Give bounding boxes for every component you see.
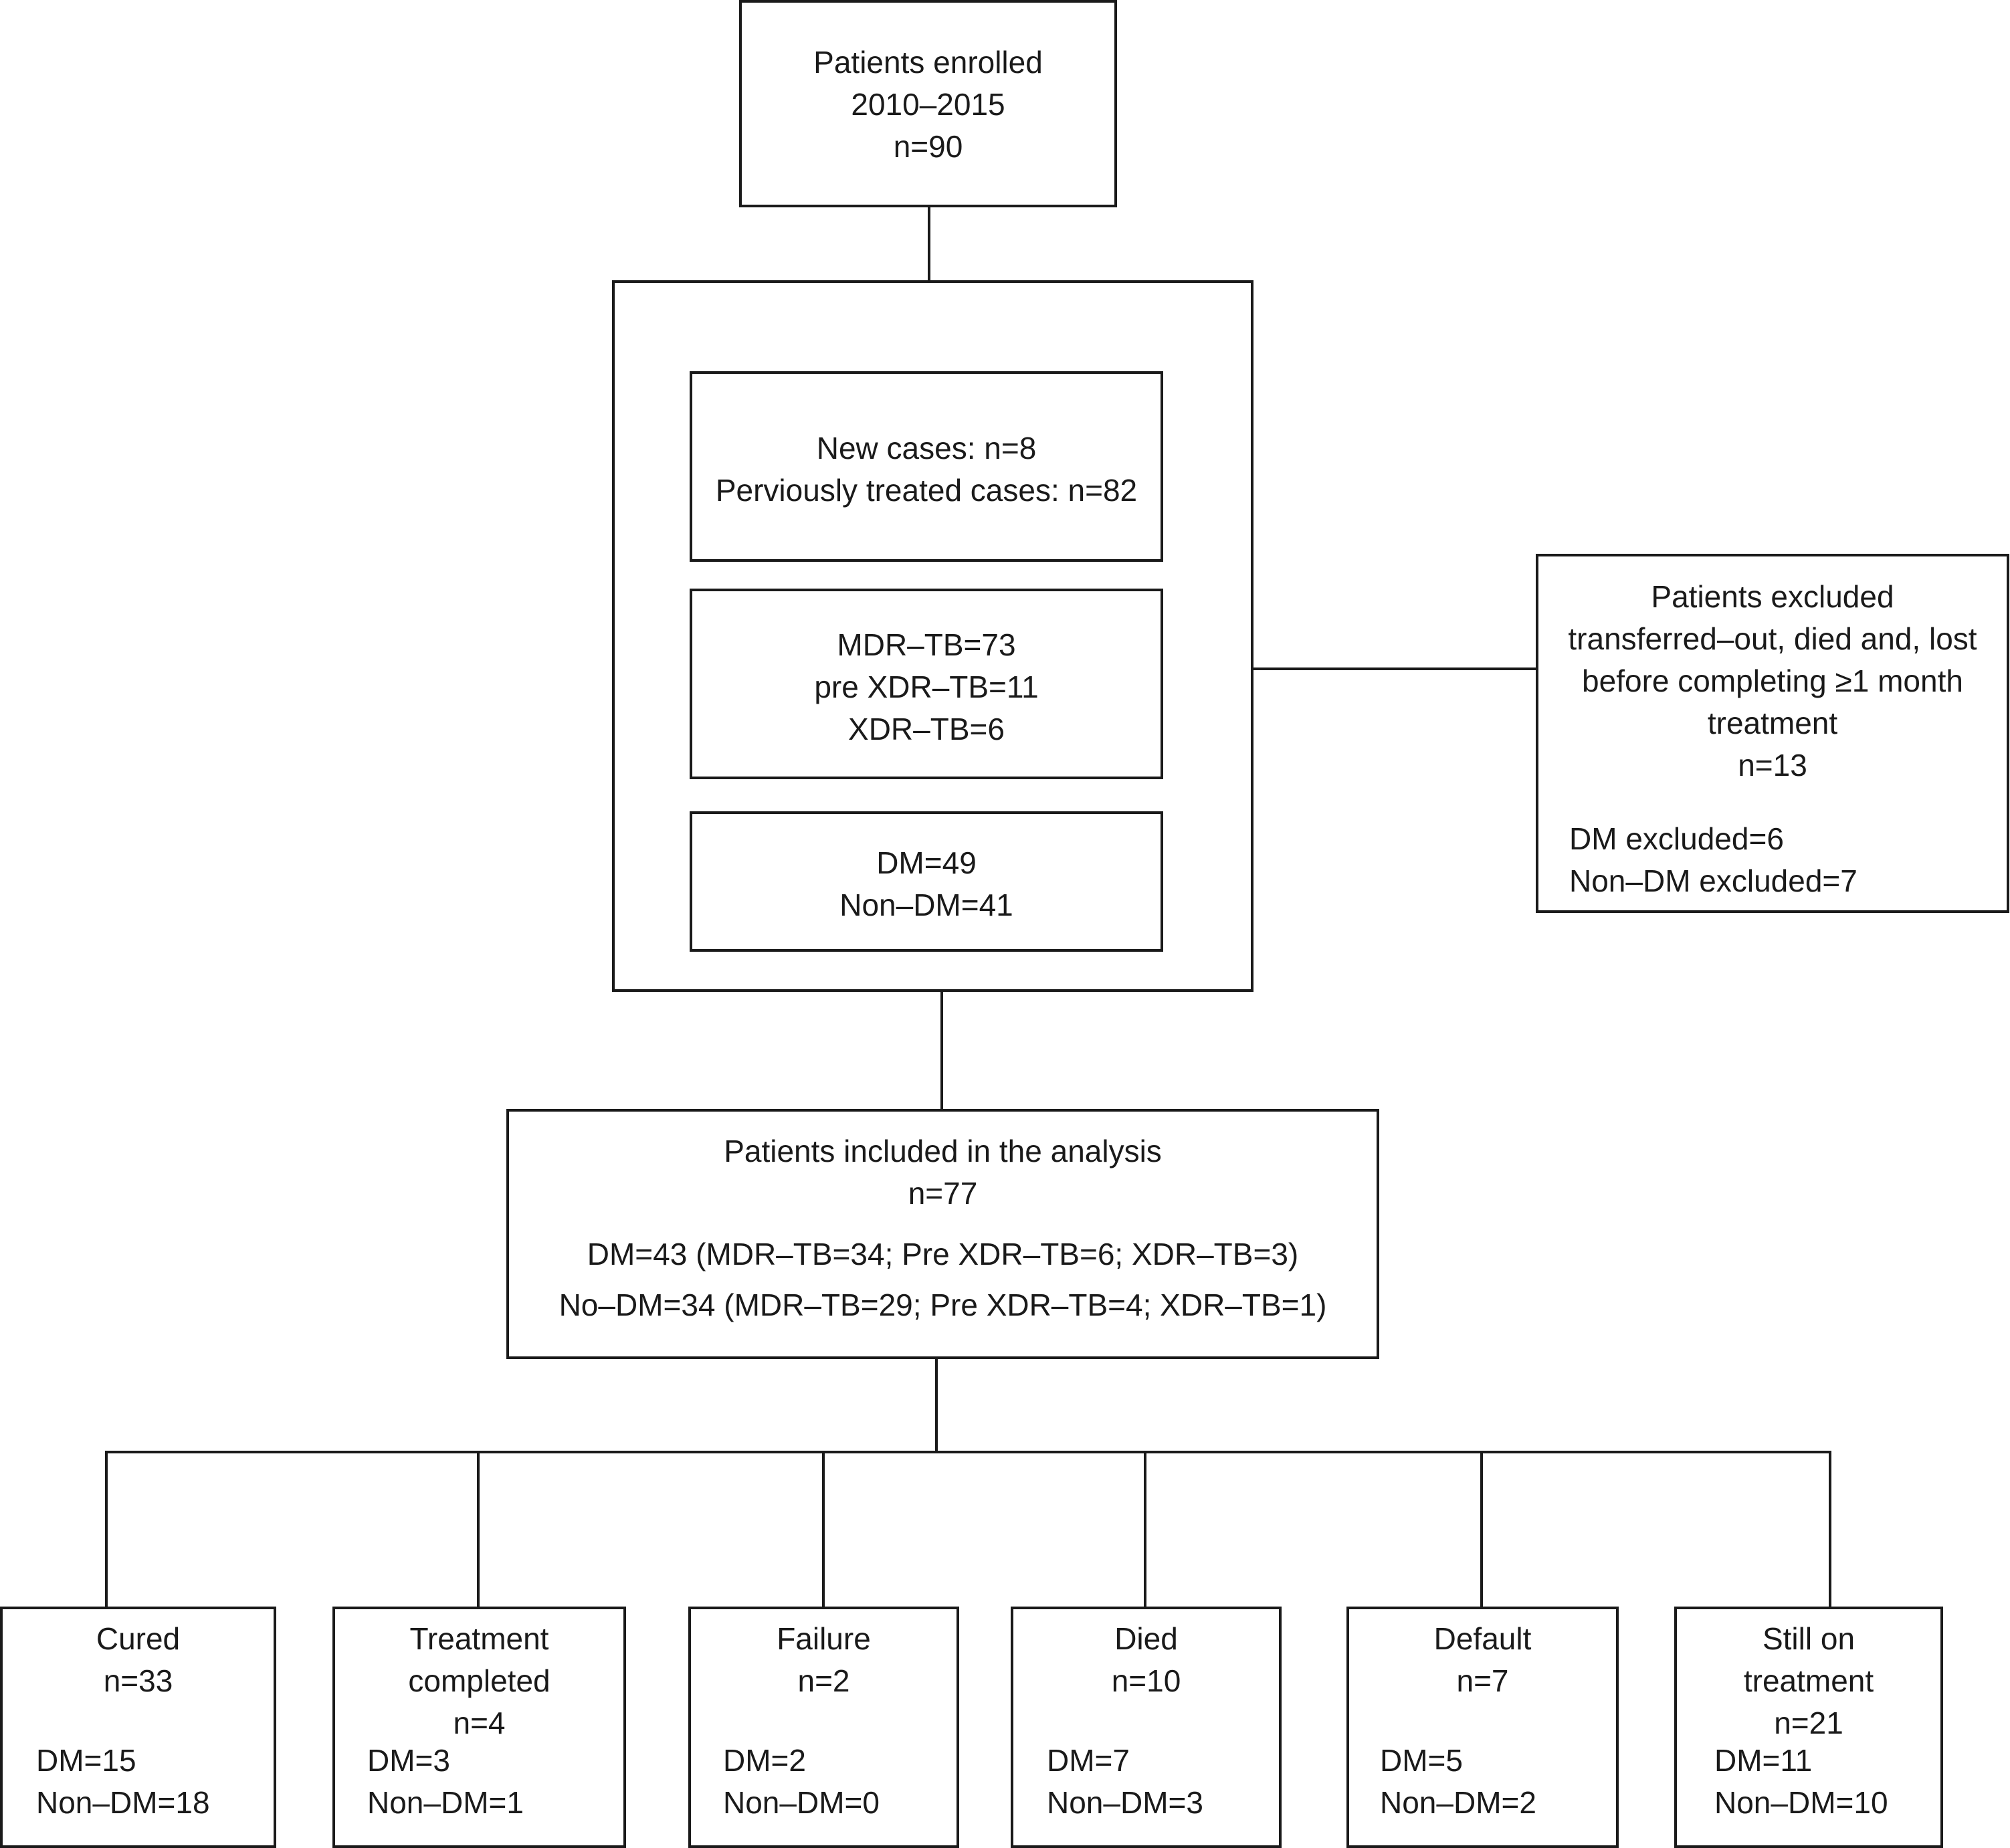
- mdr-tb-label: MDR–TB=73: [837, 627, 1016, 662]
- included-box: Patients included in the analysis n=77 D…: [506, 1109, 1379, 1359]
- outcome-non-dm: Non–DM=1: [367, 1785, 524, 1820]
- outcome-count: n=4: [453, 1706, 506, 1740]
- outcome-dm: DM=11: [1714, 1743, 1813, 1778]
- connector-included-to-outcomes: [935, 1358, 938, 1452]
- outcome-title: Failure: [777, 1621, 871, 1656]
- outcome-died-box: Died n=10 DM=7 Non–DM=3: [1011, 1607, 1282, 1848]
- outcome-branch-default: [1480, 1451, 1483, 1609]
- outcome-subtitle: n=7: [1456, 1663, 1509, 1698]
- outcome-branch-cured: [105, 1451, 108, 1609]
- outcome-dm: DM=3: [367, 1743, 450, 1778]
- included-title: Patients included in the analysis: [724, 1134, 1162, 1168]
- outcome-count: n=21: [1774, 1706, 1843, 1740]
- outcome-failure-box: Failure n=2 DM=2 Non–DM=0: [688, 1607, 959, 1848]
- outcome-subtitle: n=33: [103, 1663, 173, 1698]
- connector-group-to-excluded: [1251, 668, 1537, 670]
- non-dm-label: Non–DM=41: [839, 888, 1013, 922]
- included-no-dm-breakdown: No–DM=34 (MDR–TB=29; Pre XDR–TB=4; XDR–T…: [559, 1288, 1327, 1322]
- outcome-dm: DM=7: [1047, 1743, 1130, 1778]
- outcome-still-on-treatment-box: Still on treatment n=21 DM=11 Non–DM=10: [1674, 1607, 1943, 1848]
- outcome-subtitle: completed: [408, 1663, 550, 1698]
- enrolled-title: Patients enrolled: [813, 45, 1043, 80]
- outcome-subtitle: treatment: [1743, 1663, 1874, 1698]
- outcome-title: Died: [1114, 1621, 1178, 1656]
- outcome-branch-died: [1144, 1451, 1146, 1609]
- outcome-non-dm: Non–DM=10: [1714, 1785, 1888, 1820]
- outcome-branch-failure: [822, 1451, 825, 1609]
- outcome-branch-bar: [105, 1451, 1831, 1453]
- outcome-subtitle: n=2: [797, 1663, 850, 1698]
- excluded-reason-1: transferred–out, died and, lost: [1568, 621, 1977, 656]
- outcome-title: Still on: [1762, 1621, 1855, 1656]
- outcome-dm: DM=5: [1380, 1743, 1463, 1778]
- excluded-dm: DM excluded=6: [1569, 821, 1784, 856]
- outcome-title: Default: [1433, 1621, 1532, 1656]
- included-dm-breakdown: DM=43 (MDR–TB=34; Pre XDR–TB=6; XDR–TB=3…: [587, 1237, 1299, 1271]
- enrolled-count: n=90: [893, 129, 963, 164]
- outcome-title: Cured: [96, 1621, 181, 1656]
- excluded-title: Patients excluded: [1651, 579, 1894, 614]
- included-count: n=77: [908, 1176, 978, 1211]
- outcome-default-box: Default n=7 DM=5 Non–DM=2: [1346, 1607, 1619, 1848]
- resistance-box: MDR–TB=73 pre XDR–TB=11 XDR–TB=6: [690, 589, 1163, 779]
- previously-treated-label: Perviously treated cases: n=82: [715, 473, 1138, 508]
- excluded-count: n=13: [1738, 748, 1807, 783]
- outcome-branch-still-on-treatment: [1829, 1451, 1831, 1609]
- outcome-non-dm: Non–DM=2: [1380, 1785, 1536, 1820]
- outcome-non-dm: Non–DM=0: [723, 1785, 880, 1820]
- connector-enrolled-to-group: [928, 205, 930, 283]
- diabetes-box: DM=49 Non–DM=41: [690, 811, 1163, 952]
- outcome-cured-box: Cured n=33 DM=15 Non–DM=18: [0, 1607, 276, 1848]
- excluded-non-dm: Non–DM excluded=7: [1569, 863, 1857, 898]
- enrolled-box: Patients enrolled 2010–2015 n=90: [739, 0, 1117, 207]
- outcome-subtitle: n=10: [1111, 1663, 1181, 1698]
- outcome-title: Treatment: [409, 1621, 549, 1656]
- outcome-non-dm: Non–DM=18: [36, 1785, 210, 1820]
- case-type-box: New cases: n=8 Perviously treated cases:…: [690, 371, 1163, 562]
- outcome-dm: DM=2: [723, 1743, 806, 1778]
- excluded-reason-3: treatment: [1707, 706, 1838, 740]
- new-cases-label: New cases: n=8: [816, 431, 1037, 466]
- enrolled-period: 2010–2015: [851, 87, 1005, 122]
- excluded-box: Patients excluded transferred–out, died …: [1536, 554, 2009, 913]
- outcome-branch-treatment-completed: [477, 1451, 480, 1609]
- xdr-tb-label: XDR–TB=6: [848, 712, 1005, 746]
- dm-label: DM=49: [876, 845, 977, 880]
- excluded-reason-2: before completing ≥1 month: [1582, 663, 1963, 698]
- outcome-treatment-completed-box: Treatment completed n=4 DM=3 Non–DM=1: [332, 1607, 626, 1848]
- outcome-dm: DM=15: [36, 1743, 136, 1778]
- connector-group-to-included: [940, 989, 943, 1110]
- outcome-non-dm: Non–DM=3: [1047, 1785, 1203, 1820]
- pre-xdr-tb-label: pre XDR–TB=11: [814, 670, 1039, 704]
